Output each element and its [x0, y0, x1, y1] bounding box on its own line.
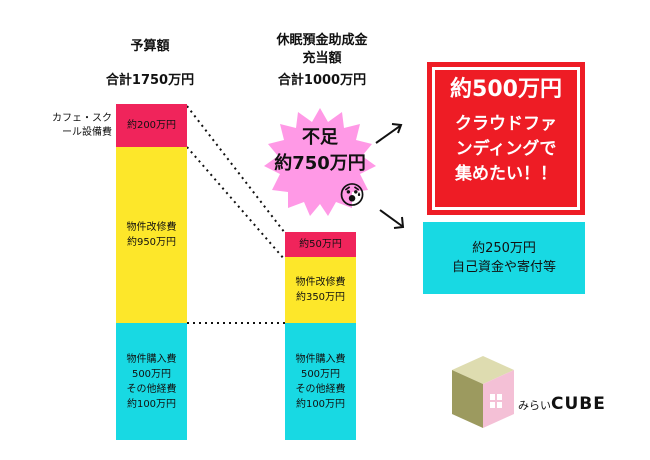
logo-text-large: CUBE [551, 394, 606, 414]
arrow-down-right-icon [379, 209, 403, 227]
subsidy-segment-purchase: 物件購入費 500万円 その他経費 約100万円 [285, 323, 356, 440]
subsidy-segment-purchase-text: 物件購入費 500万円 その他経費 約100万円 [295, 353, 346, 410]
cafe-school-equipment-label: カフェ・スク ール設備費 [52, 113, 112, 138]
budget-title: 予算額 [130, 39, 170, 54]
crowdfunding-line3: 集めたい！！ [455, 164, 557, 184]
mirai-cube-logo-icon [452, 356, 514, 428]
subsidy-segment-renovation: 物件改修費 約350万円 [285, 257, 356, 323]
arrow-up-right-head [391, 123, 403, 134]
budget-segment-purchase-text: 物件購入費 500万円 その他経費 約100万円 [126, 353, 177, 410]
budget-segment-renovation: 物件改修費 約950万円 [116, 147, 187, 323]
shortfall-label: 不足 [302, 127, 338, 148]
budget-segment-purchase: 物件購入費 500万円 その他経費 約100万円 [116, 323, 187, 440]
own-funds-amount: 約250万円 [472, 241, 536, 256]
budget-segment-cafe-text: 約200万円 [126, 120, 177, 131]
budget-segment-renovation-text: 物件改修費 約950万円 [126, 222, 177, 248]
subsidy-segment-cafe-text: 約50万円 [299, 239, 342, 250]
cube-left-face [452, 370, 483, 428]
subsidy-segment-renovation-text: 物件改修費 約350万円 [295, 277, 346, 303]
crowdfunding-amount: 約500万円 [450, 77, 562, 102]
shortfall-burst [264, 108, 376, 216]
logo-text-small: みらい [518, 399, 551, 412]
anxious-face-icon: 😰 [338, 181, 366, 211]
mirai-cube-logo-text: みらいCUBE [518, 394, 606, 414]
subsidy-title-line2: 充当額 [302, 51, 342, 66]
subsidy-title-line1: 休眠預金助成金 [276, 33, 368, 48]
crowdfunding-box: 約500万円 クラウドファ ンディングで 集めたい！！ [427, 62, 585, 215]
shortfall-amount: 約750万円 [274, 153, 366, 174]
arrow-down-right-head [393, 216, 405, 229]
crowdfunding-line1: クラウドファ [455, 114, 557, 134]
connector-middle [186, 146, 286, 261]
arrow-up-right-icon [375, 125, 401, 144]
own-funds-box: 約250万円 自己資金や寄付等 [423, 222, 585, 294]
budget-heading: 予算額 合計1750万円 [95, 38, 205, 90]
subsidy-total: 合計1000万円 [277, 73, 367, 88]
crowdfunding-line2: ンディングで [455, 139, 557, 159]
subsidy-heading: 休眠預金助成金 充当額 合計1000万円 [252, 32, 392, 90]
budget-segment-cafe: 約200万円 [116, 104, 187, 147]
budget-total: 合計1750万円 [105, 73, 195, 88]
connector-top [186, 105, 286, 234]
subsidy-segment-cafe: 約50万円 [285, 232, 356, 257]
shortfall-burst-shape [264, 108, 376, 216]
own-funds-description: 自己資金や寄付等 [451, 260, 556, 275]
shortfall-text: 不足 約750万円 [264, 125, 376, 177]
